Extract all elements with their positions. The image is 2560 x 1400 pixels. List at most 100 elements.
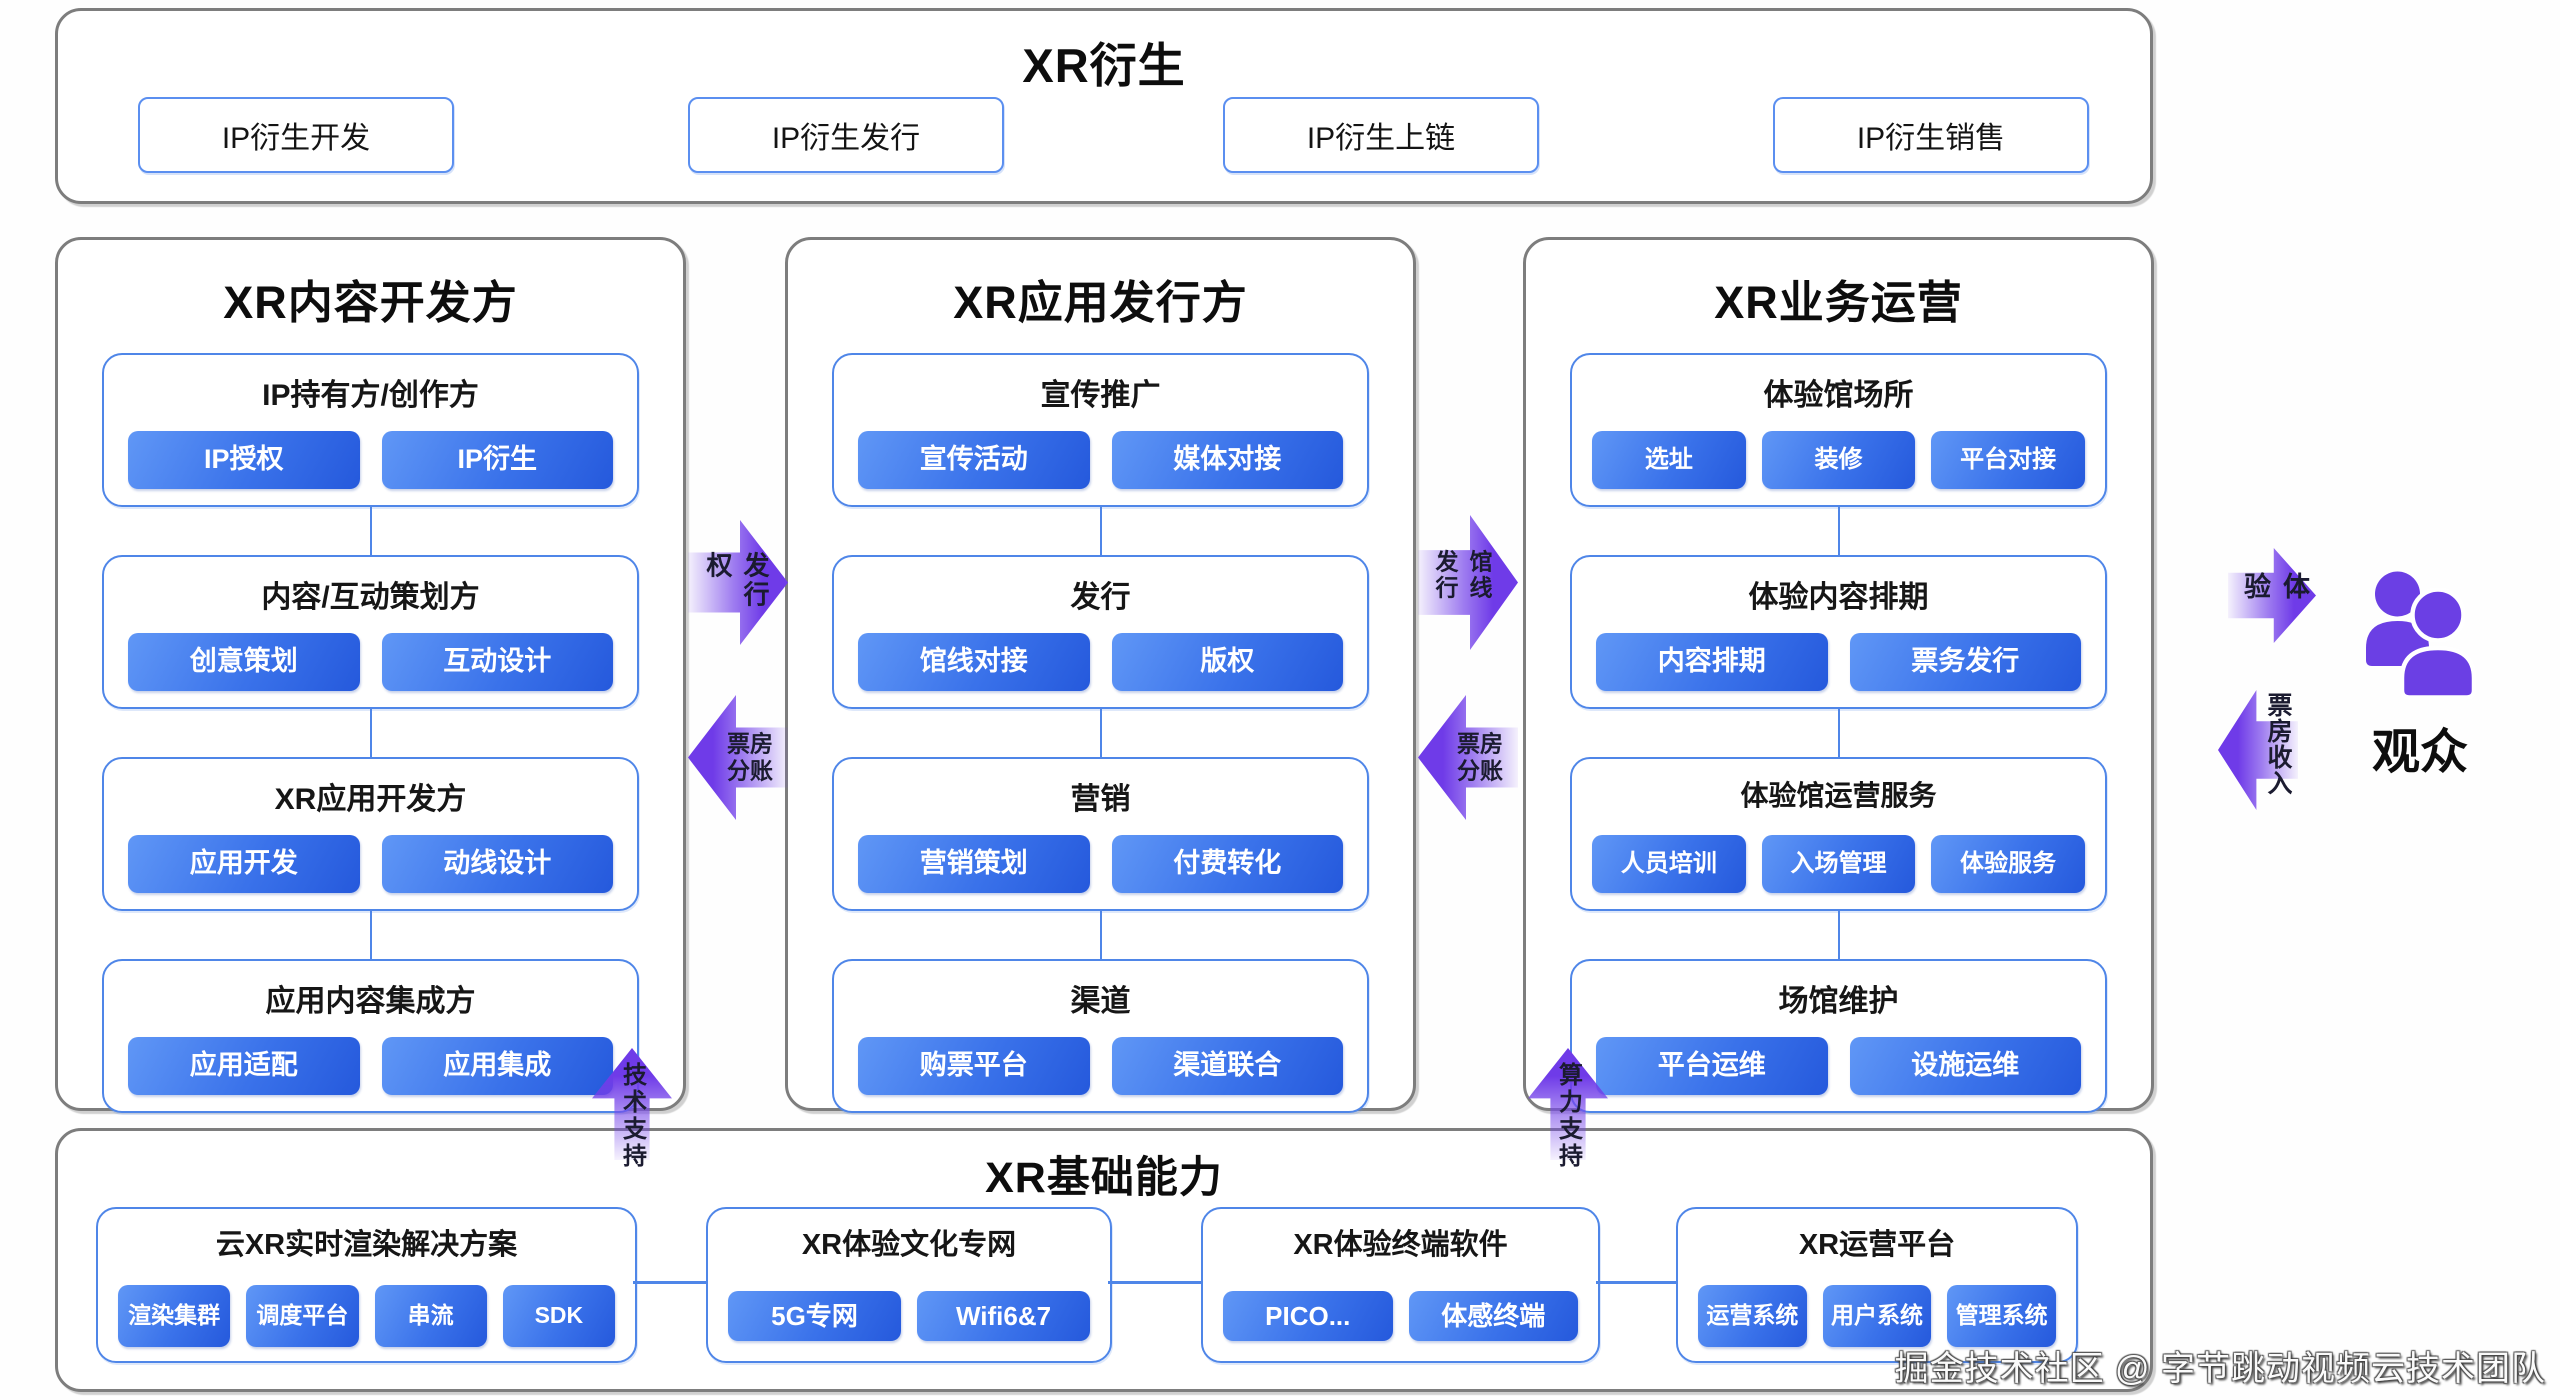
base-connector-line (1596, 1281, 1676, 1284)
base-box-terminal-software: XR体验终端软件 PICO... 体感终端 (1201, 1207, 1600, 1363)
chip-flow-design: 动线设计 (381, 835, 613, 893)
base-connector-line (633, 1281, 706, 1284)
group-ip-holder: IP持有方/创作方 IP授权 IP衍生 (102, 353, 639, 507)
arrow-experience: 体验 (2228, 548, 2316, 643)
base-box-cloud-xr-rendering: 云XR实时渲染解决方案 渲染集群 调度平台 串流 SDK (96, 1207, 637, 1363)
arrow-label: 体验 (2240, 571, 2309, 602)
group-title: 营销 (1070, 783, 1131, 816)
chip-app-adaptation: 应用适配 (128, 1037, 360, 1095)
arrow-label: 发行权 (703, 551, 770, 610)
chip-ip-derivative: IP衍生 (381, 431, 613, 489)
panel-xr-base-capability-title: XR基础能力 (985, 1154, 1223, 1202)
arrow-label: 技术支持 (618, 1062, 646, 1170)
group-channels: 渠道 购票平台 渠道联合 (832, 911, 1369, 1113)
group-title: 体验内容排期 (1748, 581, 1929, 614)
chip-creative-planning: 创意策划 (128, 633, 360, 691)
chip-motion-terminal: 体感终端 (1408, 1291, 1578, 1341)
chip-platform-liaison: 平台对接 (1931, 431, 2086, 489)
group-title: 内容/互动策划方 (261, 581, 480, 614)
group-title: XR体验文化专网 (801, 1229, 1017, 1261)
chip-ip-license: IP授权 (128, 431, 360, 489)
panel-business-operation: XR业务运营 体验馆场所 选址 装修 平台对接 体验内容排期 内容排期 票务发行… (1523, 237, 2154, 1113)
chip-pico: PICO... (1223, 1291, 1393, 1341)
panel-xr-base-capability: XR基础能力 云XR实时渲染解决方案 渲染集群 调度平台 串流 SDK XR体验… (55, 1128, 2153, 1392)
arrow-venue-distribution: 馆线发行 (1418, 515, 1518, 650)
chip-app-integration: 应用集成 (381, 1037, 613, 1095)
chip-wifi: Wifi6&7 (917, 1291, 1090, 1341)
chip-experience-service: 体验服务 (1931, 835, 2086, 893)
arrow-label: 票房收入 (2264, 692, 2292, 796)
panel-business-operation-title: XR业务运营 (1714, 277, 1963, 328)
chip-streaming: 串流 (374, 1285, 487, 1347)
group-title: 云XR实时渲染解决方案 (215, 1229, 518, 1261)
group-venue-operation-service: 体验馆运营服务 人员培训 入场管理 体验服务 (1570, 709, 2107, 911)
group-venue-maintenance: 场馆维护 平台运维 设施运维 (1570, 911, 2107, 1113)
group-title: IP持有方/创作方 (262, 379, 479, 412)
base-connector-line (1108, 1281, 1201, 1284)
chip-ticket-issuing: 票务发行 (1849, 633, 2081, 691)
panel-content-developer: XR内容开发方 IP持有方/创作方 IP授权 IP衍生 内容/互动策划方 创意策… (55, 237, 686, 1113)
chip-content-schedule: 内容排期 (1596, 633, 1828, 691)
chip-management-system: 管理系统 (1947, 1285, 2057, 1347)
chip-platform-ops: 平台运维 (1596, 1037, 1828, 1095)
group-title: 场馆维护 (1778, 985, 1899, 1018)
chip-site-selection: 选址 (1592, 431, 1746, 489)
chip-channel-alliance: 渠道联合 (1111, 1037, 1343, 1095)
group-title: XR体验终端软件 (1293, 1229, 1508, 1261)
arrow-label: 票房分账 (727, 729, 773, 784)
chip-ticketing-platform: 购票平台 (858, 1037, 1090, 1095)
group-title: XR应用开发方 (274, 783, 467, 816)
arrow-publishing-rights: 发行权 (688, 520, 788, 645)
watermark: 掘金技术社区 @ 字节跳动视频云技术团队 (1894, 1350, 2546, 1388)
panel-app-publisher-title: XR应用发行方 (953, 277, 1248, 328)
chip-5g-network: 5G专网 (728, 1291, 901, 1341)
group-promotion: 宣传推广 宣传活动 媒体对接 (832, 353, 1369, 507)
group-app-integration: 应用内容集成方 应用适配 应用集成 (102, 911, 639, 1113)
arrow-box-office-revenue: 票房收入 (2218, 690, 2298, 810)
arrow-box-office-share-2: 票房分账 (1418, 695, 1518, 820)
arrow-label: 算力支持 (1554, 1062, 1582, 1170)
audience-people-icon (2366, 571, 2477, 700)
arrow-box-office-share-1: 票房分账 (688, 695, 788, 820)
chip-sdk: SDK (502, 1285, 615, 1347)
group-title: 渠道 (1070, 985, 1131, 1018)
group-title: 应用内容集成方 (265, 985, 476, 1018)
group-venue-site: 体验馆场所 选址 装修 平台对接 (1570, 353, 2107, 507)
chip-facility-ops: 设施运维 (1849, 1037, 2081, 1095)
panel-xr-derivatives-title: XR衍生 (1022, 39, 1186, 92)
group-title: 体验馆运营服务 (1740, 780, 1937, 811)
arrow-label: 票房分账 (1457, 729, 1503, 784)
chip-media-liaison: 媒体对接 (1111, 431, 1343, 489)
chip-marketing-planning: 营销策划 (858, 835, 1090, 893)
chip-render-cluster: 渲染集群 (118, 1285, 231, 1347)
chip-scheduling-platform: 调度平台 (246, 1285, 359, 1347)
audience-label: 观众 (2371, 726, 2468, 779)
chip-admission-management: 入场管理 (1761, 835, 1916, 893)
derivative-item-develop: IP衍生开发 (138, 97, 454, 173)
group-marketing: 营销 营销策划 付费转化 (832, 709, 1369, 911)
derivative-item-sales: IP衍生销售 (1773, 97, 2089, 173)
chip-user-system: 用户系统 (1822, 1285, 1932, 1347)
group-title: 体验馆场所 (1763, 379, 1914, 412)
chip-operation-system: 运营系统 (1698, 1285, 1807, 1347)
arrow-compute-support: 算力支持 (1528, 1048, 1608, 1170)
group-distribution: 发行 馆线对接 版权 (832, 507, 1369, 709)
chip-decoration: 装修 (1761, 431, 1916, 489)
audience: 观众 (2340, 555, 2500, 782)
chip-venue-liaison: 馆线对接 (858, 633, 1090, 691)
group-title: 发行 (1070, 581, 1131, 614)
group-title: XR运营平台 (1798, 1229, 1956, 1261)
chip-staff-training: 人员培训 (1592, 835, 1746, 893)
chip-paid-conversion: 付费转化 (1111, 835, 1343, 893)
panel-xr-derivatives: XR衍生 IP衍生开发 IP衍生发行 IP衍生上链 IP衍生销售 (55, 8, 2153, 204)
chip-copyright: 版权 (1111, 633, 1343, 691)
group-content-scheduling: 体验内容排期 内容排期 票务发行 (1570, 507, 2107, 709)
panel-content-developer-title: XR内容开发方 (223, 277, 518, 328)
group-content-planning: 内容/互动策划方 创意策划 互动设计 (102, 507, 639, 709)
chip-promo-campaign: 宣传活动 (858, 431, 1090, 489)
arrow-tech-support: 技术支持 (592, 1048, 672, 1170)
derivative-item-chain: IP衍生上链 (1223, 97, 1539, 173)
arrow-label: 馆线发行 (1432, 548, 1492, 601)
base-box-culture-network: XR体验文化专网 5G专网 Wifi6&7 (706, 1207, 1112, 1363)
